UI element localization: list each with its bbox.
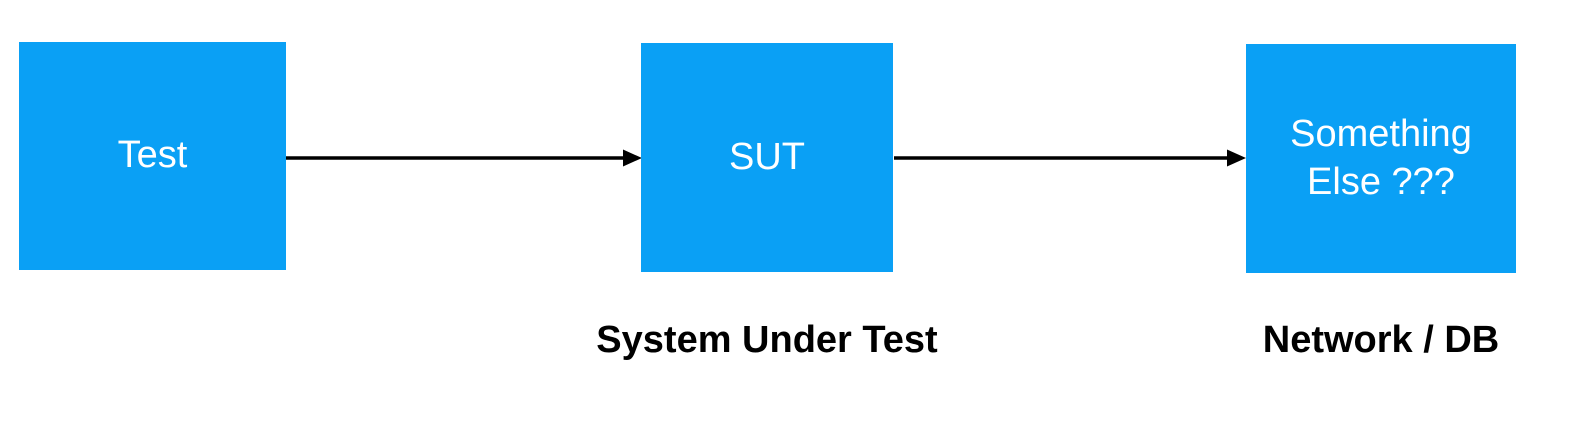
node-test: Test xyxy=(19,42,286,270)
caption-system-under-test: System Under Test xyxy=(596,319,938,361)
node-something-else-label: Something Else ??? xyxy=(1290,113,1472,203)
arrow-test-to-sut xyxy=(286,149,642,167)
caption-network-db: Network / DB xyxy=(1262,319,1500,361)
node-sut-label: SUT xyxy=(729,135,805,178)
node-test-label: Test xyxy=(117,134,188,177)
node-sut: SUT xyxy=(641,43,893,272)
node-something-else: Something Else ??? xyxy=(1246,44,1516,273)
arrow-sut-to-something-else xyxy=(894,149,1246,167)
